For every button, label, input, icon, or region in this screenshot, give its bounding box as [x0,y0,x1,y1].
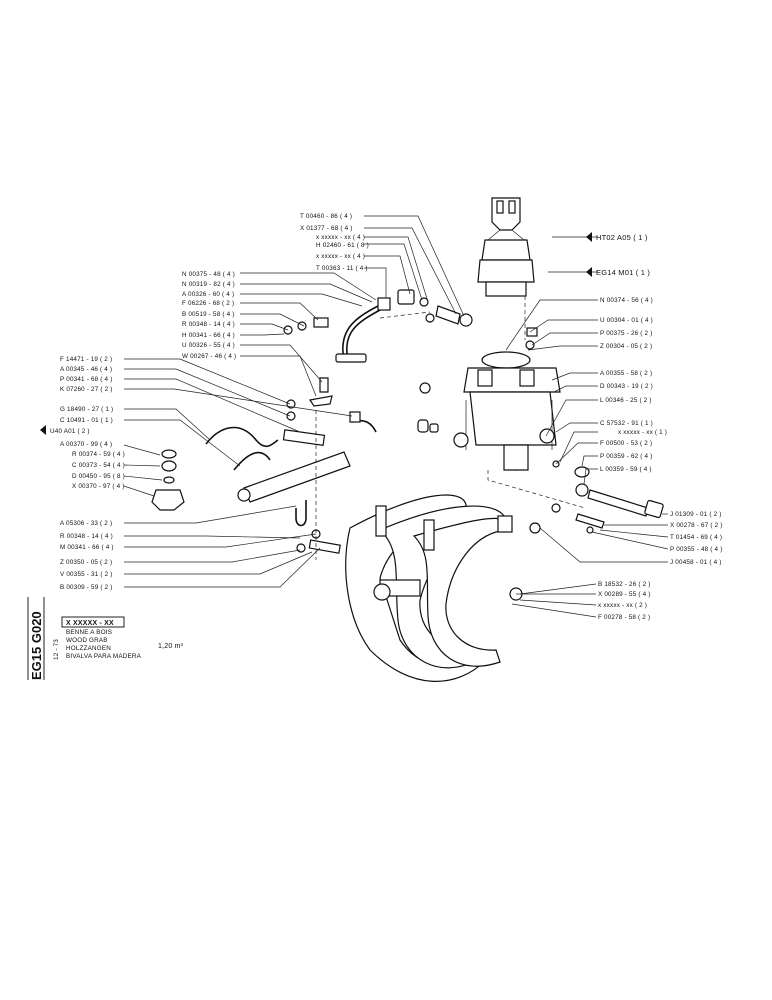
part-label: P 00341 - 68 ( 4 ) [60,376,113,383]
part-label: L 00346 - 25 ( 2 ) [600,397,652,404]
part-label: Z 00304 - 05 ( 2 ) [600,343,652,350]
label-group-top: T 00460 - 86 ( 4 ) X 01377 - 68 ( 4 ) x … [300,213,369,272]
part-label: R 00374 - 59 ( 4 ) [72,451,125,458]
part-label: A 00355 - 58 ( 2 ) [600,370,652,377]
part-label: A 05306 - 33 ( 2 ) [60,520,112,527]
part-label: B 18532 - 26 ( 2 ) [598,581,651,588]
part-label: F 00278 - 58 ( 2 ) [598,614,650,621]
drawing [40,197,669,682]
hose-assembly [283,289,473,363]
part-label: D 00450 - 95 ( 8 ) [72,473,125,480]
arrow-icon [586,267,592,277]
part-label: F 00500 - 53 ( 2 ) [600,440,652,447]
leader-lines [123,215,669,618]
drawing-code-vertical: EG15 G020 [29,611,44,680]
part-label: B 00309 - 59 ( 2 ) [60,584,113,591]
part-label: x xxxxx - xx ( 4 ) [316,234,365,241]
reference-eg14: EG14 M01 ( 1 ) [596,268,650,277]
part-label: F 06226 - 68 ( 2 ) [182,300,234,307]
part-label: P 00355 - 48 ( 4 ) [670,546,723,553]
part-label: X 00278 - 67 ( 2 ) [670,522,723,529]
title-block: EG15 G020 X XXXXX - XX BENNE A BOIS WOOD… [27,597,184,680]
nut-stack [151,449,185,511]
label-group-right: N 00374 - 56 ( 4 ) U 00304 - 01 ( 4 ) P … [598,297,723,621]
part-label: B 00519 - 58 ( 4 ) [182,311,235,318]
part-label: T 00363 - 11 ( 4 ) [316,265,368,272]
part-label: D 00343 - 19 ( 2 ) [600,383,653,390]
reference-labels: HT02 A05 ( 1 ) EG14 M01 ( 1 ) [596,233,650,277]
part-label: N 00374 - 56 ( 4 ) [600,297,653,304]
title-line-fr: BENNE A BOIS [66,629,112,636]
part-label: C 10491 - 01 ( 1 ) [60,417,113,424]
part-label: N 00375 - 48 ( 4 ) [182,271,235,278]
part-label: C 00373 - 54 ( 4 ) [72,462,125,469]
part-label: J 01309 - 01 ( 2 ) [670,511,722,518]
part-label: N 00319 - 82 ( 4 ) [182,281,235,288]
part-label: V 00355 - 31 ( 2 ) [60,571,113,578]
part-label: U 00326 - 55 ( 4 ) [182,342,235,349]
part-label: R 00348 - 14 ( 4 ) [60,533,113,540]
title-line-de: HOLZZANGEN [66,645,111,652]
part-label: X 00370 - 97 ( 4 ) [72,483,125,490]
part-label: M 00341 - 66 ( 4 ) [60,544,114,551]
part-label: J 00458 - 01 ( 4 ) [670,559,722,566]
capacity: 1,20 m³ [158,643,184,650]
part-label: H 00341 - 66 ( 4 ) [182,332,235,339]
part-label: U 00304 - 01 ( 4 ) [600,317,653,324]
part-label: X 00289 - 55 ( 4 ) [598,591,651,598]
part-label: L 00359 - 59 ( 4 ) [600,466,652,473]
part-label: H 02460 - 61 ( 8 ) [316,242,369,249]
part-label: P 00375 - 26 ( 2 ) [600,330,653,337]
part-label: P 00359 - 62 ( 4 ) [600,453,653,460]
part-label: x xxxxx - xx ( 4 ) [316,253,365,260]
part-label: R 00348 - 14 ( 4 ) [182,321,235,328]
part-label: F 14471 - 19 ( 2 ) [60,356,112,363]
label-group-left-lower: F 14471 - 19 ( 2 ) A 00345 - 46 ( 4 ) P … [50,356,125,591]
part-label: T 00460 - 86 ( 4 ) [300,213,352,220]
label-group-left-upper: N 00375 - 48 ( 4 ) N 00319 - 82 ( 4 ) A … [182,271,236,360]
arrow-icon [40,425,46,435]
part-label: A 00370 - 99 ( 4 ) [60,441,112,448]
part-label: G 18490 - 27 ( 1 ) [60,406,113,413]
title-line-es: BIVALVA PARA MADERA [66,653,142,660]
part-label: W 00267 - 46 ( 4 ) [182,353,236,360]
part-label: Z 00350 - 05 ( 2 ) [60,559,112,566]
part-label: X 01377 - 68 ( 4 ) [300,225,353,232]
part-label: C 57532 - 91 ( 1 ) [600,420,653,427]
pivot-pin [551,460,664,534]
part-label: K 07260 - 27 ( 2 ) [60,386,113,393]
date-code: 12 - 73 [53,639,60,660]
part-label: x xxxxx - xx ( 1 ) [618,429,667,436]
part-label: x xxxxx - xx ( 2 ) [598,602,647,609]
part-label: U40 A01 ( 2 ) [50,428,90,435]
title-line-en: WOOD GRAB [66,637,108,644]
grab-tines [345,494,541,682]
part-label: T 01454 - 69 ( 4 ) [670,534,722,541]
arrow-icon [586,232,592,242]
part-label: A 00326 - 60 ( 4 ) [182,291,234,298]
title-code: X XXXXX - XX [66,620,114,627]
rotator-head [417,197,586,509]
reference-hto2: HT02 A05 ( 1 ) [596,233,648,242]
part-label: A 00345 - 46 ( 4 ) [60,366,112,373]
